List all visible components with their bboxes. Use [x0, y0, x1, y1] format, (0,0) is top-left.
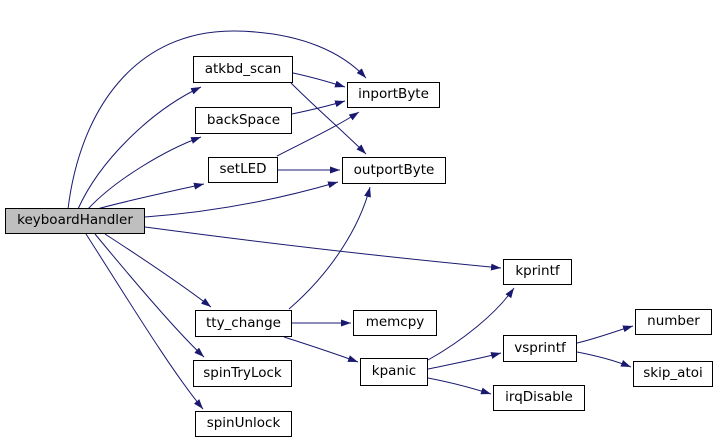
- node-number[interactable]: number: [635, 309, 712, 335]
- node-keyboardhandler: keyboardHandler: [5, 208, 145, 234]
- edge-keyboardHandler-to-outportByte: [144, 181, 339, 218]
- edge-keyboardHandler-to-backSpace: [87, 136, 202, 210]
- node-tty-change[interactable]: tty_change: [195, 310, 292, 337]
- edge-keyboardHandler-to-setLED: [96, 182, 205, 210]
- edge-keyboardHandler-to-kprintf: [144, 226, 502, 271]
- edge-vsprintf-to-skip_atoi: [576, 351, 632, 368]
- edge-backSpace-to-inportByte: [291, 100, 346, 115]
- edge-keyboardHandler-to-inportByte: [67, 30, 367, 210]
- edge-kpanic-to-vsprintf: [427, 352, 502, 370]
- node-skip-atoi[interactable]: skip_atoi: [633, 361, 713, 387]
- edge-vsprintf-to-number: [576, 325, 634, 344]
- node-memcpy[interactable]: memcpy: [353, 310, 437, 336]
- node-spintrylock[interactable]: spinTryLock: [193, 360, 292, 387]
- node-inportbyte[interactable]: inportByte: [347, 82, 440, 108]
- node-backspace[interactable]: backSpace: [195, 107, 292, 134]
- node-vsprintf[interactable]: vsprintf: [503, 335, 577, 362]
- edge-kpanic-to-irqDisable: [427, 377, 492, 395]
- edge-tty_change-to-outportByte: [288, 186, 371, 310]
- edge-atkbd_scan-to-inportByte: [292, 72, 346, 88]
- edge-keyboardHandler-to-tty_change: [104, 233, 212, 308]
- node-setled[interactable]: setLED: [208, 157, 278, 183]
- edge-setLED-to-inportByte: [276, 111, 360, 157]
- edge-kpanic-to-kprintf: [427, 287, 515, 361]
- node-spinunlock[interactable]: spinUnlock: [195, 411, 292, 437]
- edge-atkbd_scan-to-outportByte: [290, 82, 367, 155]
- node-kprintf[interactable]: kprintf: [503, 259, 572, 285]
- node-atkbd-scan[interactable]: atkbd_scan: [193, 56, 293, 83]
- node-kpanic[interactable]: kpanic: [360, 358, 428, 386]
- edge-tty_change-to-kpanic: [283, 336, 359, 363]
- edge-keyboardHandler-to-spinUnlock: [85, 233, 204, 410]
- node-irqdisable[interactable]: irqDisable: [493, 385, 585, 411]
- node-outportbyte[interactable]: outportByte: [342, 157, 446, 184]
- edge-keyboardHandler-to-spinTryLock: [94, 233, 205, 358]
- edge-keyboardHandler-to-atkbd_scan: [77, 86, 202, 210]
